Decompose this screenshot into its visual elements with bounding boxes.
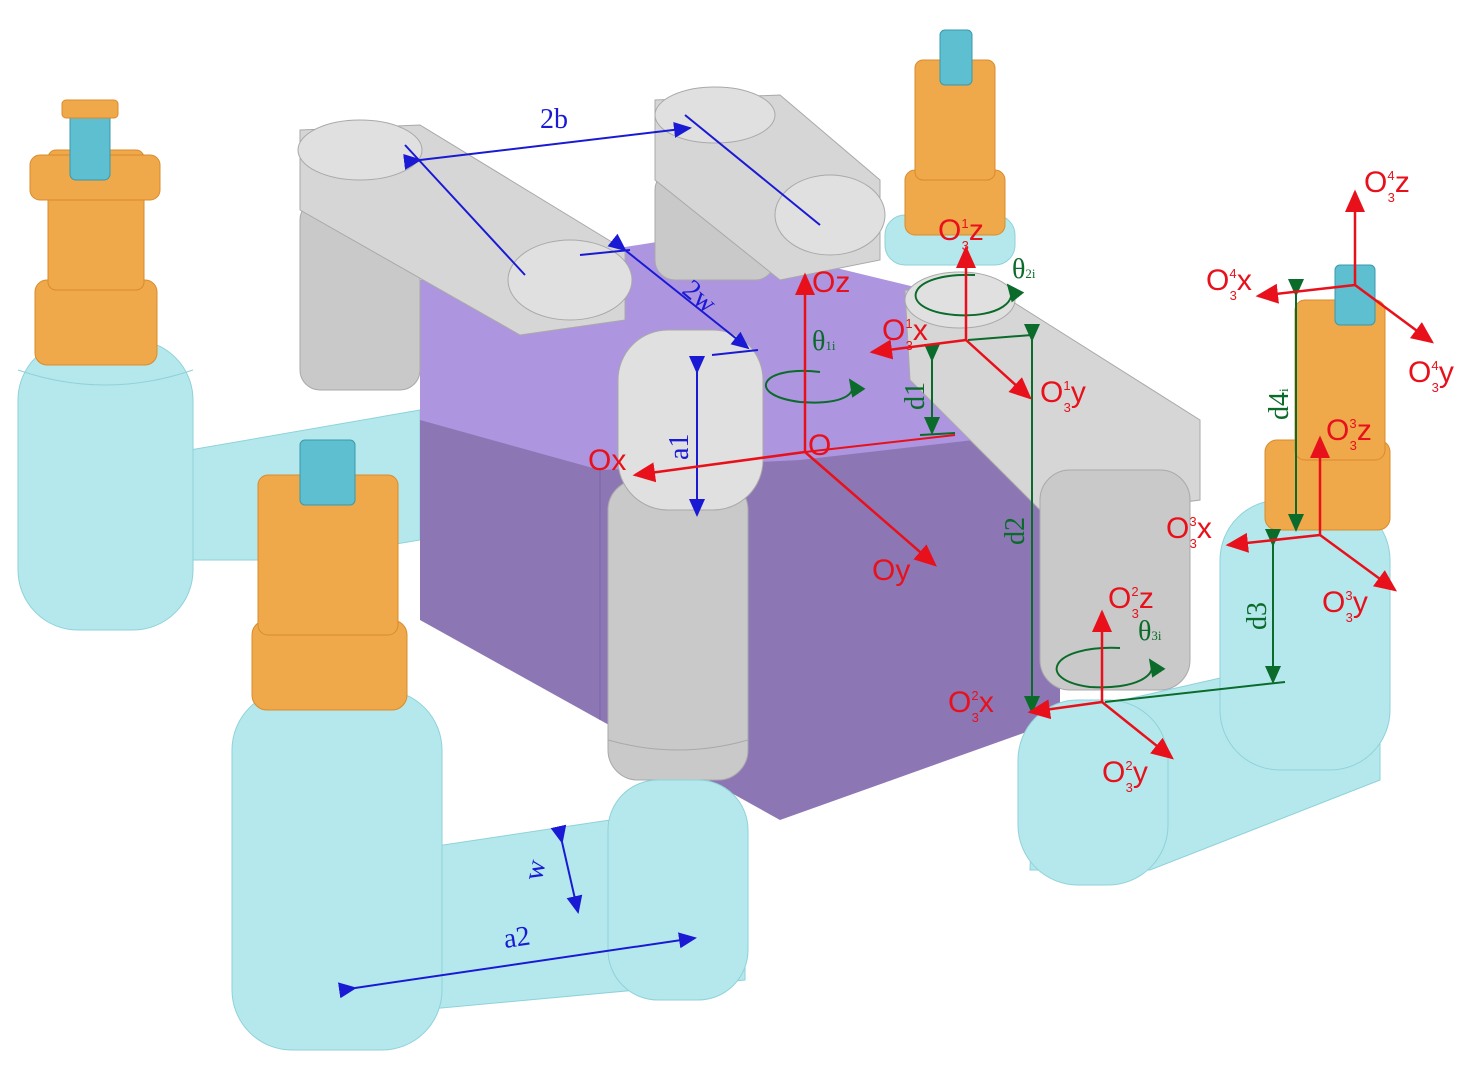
axis-Oy-label: Oy: [872, 554, 910, 587]
dim-2b: 2b: [540, 104, 568, 135]
leg-top-right: [884, 29, 1016, 266]
axis-Oz-label: Oz: [812, 266, 850, 299]
leg-back-left: [17, 99, 421, 631]
gray-arm-right: [904, 271, 1201, 691]
gray-column-front: [607, 479, 749, 781]
dim-a1: a1: [664, 434, 695, 460]
dim-a2: a2: [502, 921, 532, 955]
base-pillar-front-right: [1219, 499, 1391, 771]
rotation-arc-theta2: [914, 273, 1025, 317]
dim-d3: d3: [1242, 602, 1273, 630]
theta-1-label: θ1i: [812, 326, 836, 357]
shaft-back-left: [69, 109, 111, 181]
motor-back-left: [34, 279, 158, 366]
gray-arm-front: [607, 329, 764, 781]
green-dimensions: d1 d2 d3 d4i θ1i θ2i θ3i: [765, 254, 1304, 714]
rotation-arc-theta3: [1055, 646, 1166, 689]
axis-Ox-label: Ox: [588, 444, 626, 477]
base-pillar-front-left: [231, 689, 443, 1051]
dim-d2: d2: [1000, 517, 1031, 545]
theta-2-label: θ2i: [1012, 254, 1036, 285]
base-pillar-back-left: [17, 339, 194, 631]
origin-label: O: [808, 429, 831, 462]
theta-3-label: θ3i: [1138, 616, 1162, 647]
leg-front-right: [1017, 264, 1391, 886]
frame-O: O Ox Oz Oy: [588, 266, 956, 587]
gray-arm-left: [297, 119, 633, 391]
dim-d1: d1: [900, 382, 931, 410]
dim-d4: d4i: [1264, 388, 1295, 420]
rotation-arc-theta1: [765, 370, 866, 404]
